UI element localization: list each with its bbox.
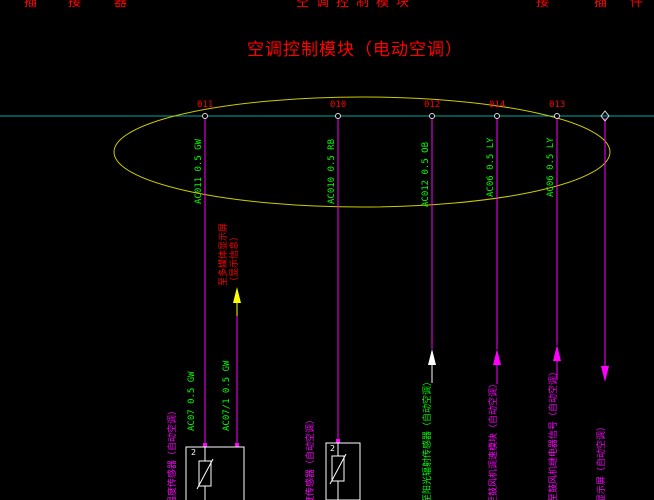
top-text-fragment: 模 — [376, 0, 390, 10]
terminal-square — [336, 439, 340, 443]
wire-label: AC012 0.5 OB — [421, 141, 431, 207]
top-text-fragment: 控 — [336, 0, 350, 10]
thermistor-symbol — [329, 443, 347, 500]
highlight-ellipse — [113, 96, 611, 208]
red-note-line: 至多媒体显示屏 — [219, 222, 229, 286]
white-up-arrow-icon — [428, 349, 436, 383]
pin-label: 010 — [330, 100, 347, 110]
pin-label: 011 — [197, 100, 214, 110]
component-pin-number: 2 — [191, 448, 197, 457]
top-text-fragment: 块 — [396, 0, 410, 10]
pin-terminal-icon — [494, 113, 500, 119]
destination-label: 至鼓风机调速模块（自动空调） — [489, 378, 499, 500]
wire-label: AC010 0.5 RB — [327, 138, 337, 204]
terminal-square — [203, 443, 207, 447]
component-label: 室内温度传感器（自动空调） — [306, 414, 316, 500]
pin-label: 012 — [424, 100, 441, 110]
wire-label: AC011 0.5 GW — [194, 138, 204, 204]
pin-terminal-icon — [429, 113, 435, 119]
top-text-fragment: 插 — [594, 0, 608, 10]
top-text-fragment: 件 — [630, 0, 644, 10]
component-pin-number: 2 — [330, 444, 336, 453]
component-box — [325, 442, 361, 500]
wire-label: AC07/1 0.5 GW — [222, 360, 232, 431]
top-text-fragment: 调 — [316, 0, 330, 10]
component-label: 蒸发器温度传感器（自动空调） — [168, 405, 178, 500]
pin-terminal-icon — [202, 113, 208, 119]
component-box — [185, 446, 245, 500]
wire-label: AC06 0.5 LY — [546, 137, 556, 197]
yellow-up-arrow-icon — [233, 287, 241, 316]
destination-label: 至阳光辐射传感器（自动空调） — [423, 376, 433, 500]
pin-terminal-diamond-icon — [600, 110, 610, 122]
terminal-square — [235, 443, 239, 447]
wire-label: AC07 0.5 GW — [187, 371, 197, 431]
thermistor-symbol — [196, 447, 214, 500]
red-note-line: （显示信息） — [230, 231, 240, 286]
pin-label: 013 — [549, 100, 566, 110]
pin-terminal-icon — [554, 113, 560, 119]
pin-terminal-icon — [335, 113, 341, 119]
destination-label: 至空调显示屏（自动空调） — [597, 421, 607, 500]
top-text-fragment: 器 — [114, 0, 128, 10]
destination-label: 至鼓风机继电器信号（自动空调） — [549, 366, 559, 500]
magenta-down-arrow-icon — [601, 366, 609, 382]
diagram-title: 空调控制模块（电动空调） — [247, 40, 463, 60]
wire-label: AC06 0.5 LY — [486, 137, 496, 197]
top-text-fragment: 空 — [296, 0, 310, 10]
magenta-up-arrow-icon — [553, 345, 561, 380]
top-text-fragment: 制 — [356, 0, 370, 10]
top-text-fragment: 接 — [536, 0, 550, 10]
magenta-up-arrow-icon — [493, 349, 501, 384]
pin-label: 014 — [489, 100, 506, 110]
top-text-fragment: 接 — [68, 0, 82, 10]
top-text-fragment: 插 — [24, 0, 38, 10]
